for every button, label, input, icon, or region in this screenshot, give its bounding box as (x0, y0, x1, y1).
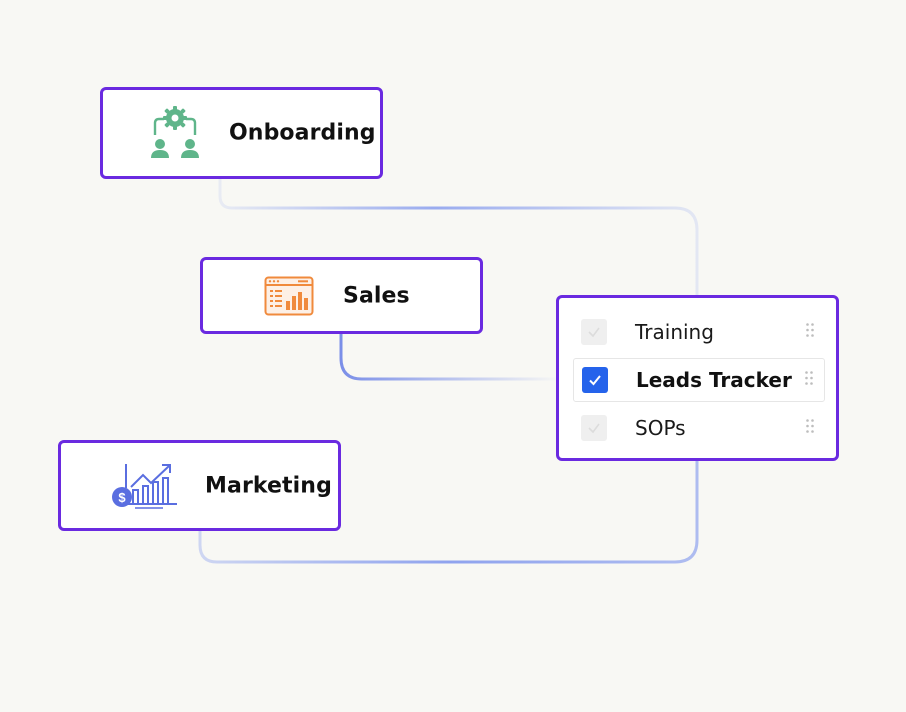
checkbox-checked[interactable] (582, 367, 608, 393)
node-marketing-label: Marketing (205, 473, 332, 498)
node-onboarding-label: Onboarding (229, 120, 376, 146)
checklist-card: Training Leads Tracker (556, 295, 839, 461)
check-icon (588, 423, 600, 434)
checklist-item-leads-tracker[interactable]: Leads Tracker (573, 358, 825, 402)
svg-text:$: $ (118, 490, 126, 505)
team-gear-icon (147, 105, 203, 161)
connector-onboarding (218, 179, 699, 296)
node-onboarding[interactable]: Onboarding (100, 87, 383, 179)
connector-sales (339, 334, 560, 381)
growth-chart-icon: $ (111, 462, 177, 510)
checklist-item-training[interactable]: Training (573, 310, 825, 354)
checkbox-unchecked[interactable] (581, 319, 607, 345)
dashboard-chart-icon (264, 276, 314, 316)
checklist-item-sops[interactable]: SOPs (573, 406, 825, 450)
drag-handle-icon[interactable] (804, 370, 814, 390)
checklist-item-label: Training (635, 320, 714, 344)
checklist-item-label: Leads Tracker (636, 368, 792, 392)
node-marketing[interactable]: $ Marketing (58, 440, 341, 531)
checkbox-unchecked[interactable] (581, 415, 607, 441)
checklist-item-label: SOPs (635, 416, 686, 440)
connector-marketing (198, 461, 699, 564)
check-icon (589, 375, 601, 386)
check-icon (588, 327, 600, 338)
node-sales[interactable]: Sales (200, 257, 483, 334)
node-sales-label: Sales (343, 283, 410, 308)
drag-handle-icon[interactable] (805, 322, 815, 342)
drag-handle-icon[interactable] (805, 418, 815, 438)
